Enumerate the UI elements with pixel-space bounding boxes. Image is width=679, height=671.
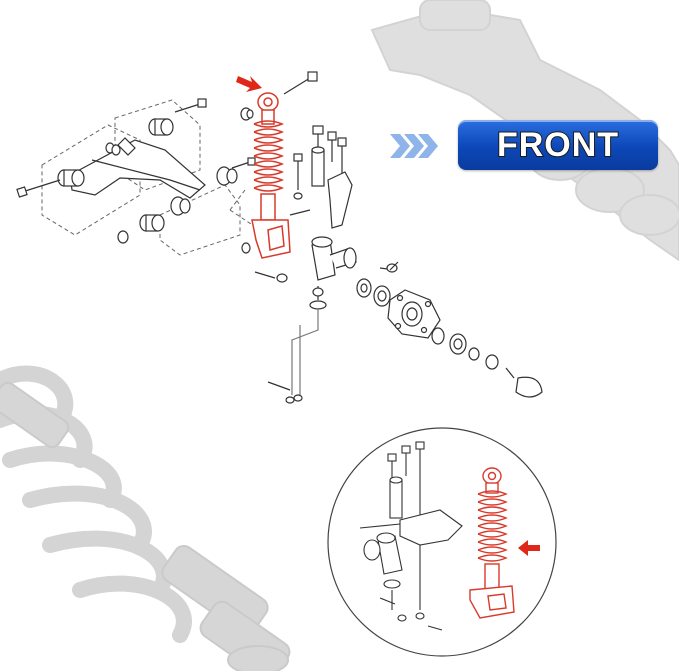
ghost-spring-bottom-left: [0, 365, 192, 643]
ghost-damper-bottom-left: [0, 381, 291, 671]
shock-hardware: [240, 71, 318, 283]
front-label: FRONT: [496, 125, 620, 165]
detail-inset: [327, 427, 557, 657]
shock-absorber-highlighted: [251, 92, 291, 259]
hub-assembly: [356, 261, 543, 398]
red-arrow-icon: [236, 76, 262, 92]
triple-chevron-right-icon: [390, 134, 438, 158]
a-arm-assembly: [16, 98, 276, 256]
red-arrow-icon: [518, 540, 540, 556]
inset-shock-highlighted: [469, 467, 515, 619]
front-badge: FRONT: [458, 120, 658, 170]
knuckle-assembly: [267, 125, 398, 404]
